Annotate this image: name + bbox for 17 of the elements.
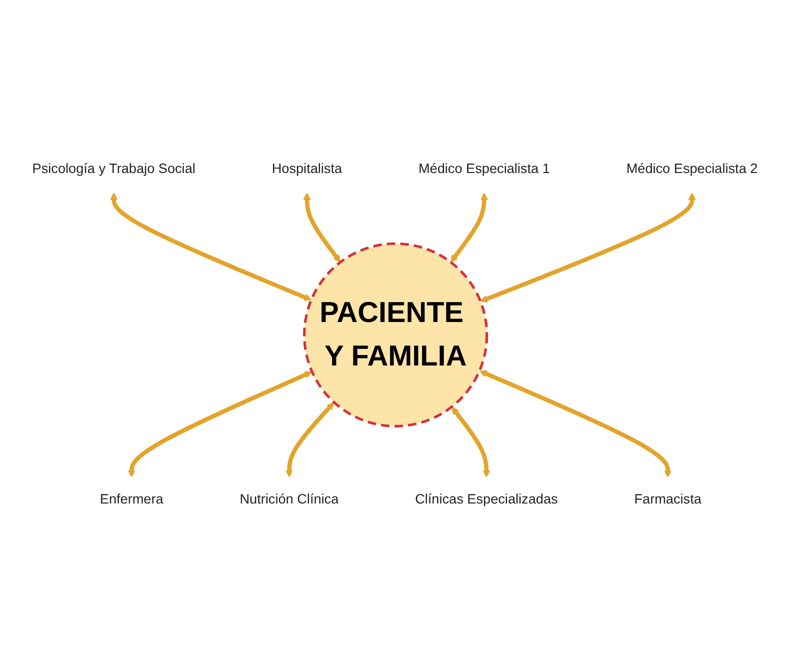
node-text: Médico Especialista 1 [418,162,550,176]
node-text: Nutrición Clínica [240,492,339,506]
node-text: Enfermera [100,492,164,506]
node-circle: PACIENTE Y FAMILIA [303,242,488,428]
node-text: Médico Especialista 2 [626,162,758,176]
arrow [110,192,312,300]
arrow [480,192,696,302]
node-text: Psicología y Trabajo Social [32,162,196,176]
arrow [303,192,341,262]
node-text: Clínicas Especializadas [415,492,558,506]
arrow [450,192,488,262]
node-text: Farmacista [634,492,702,506]
arrow [452,406,490,478]
arrow [285,402,334,478]
arrow [128,370,312,478]
node-text: Hospitalista [272,162,342,176]
arrow [479,370,672,478]
